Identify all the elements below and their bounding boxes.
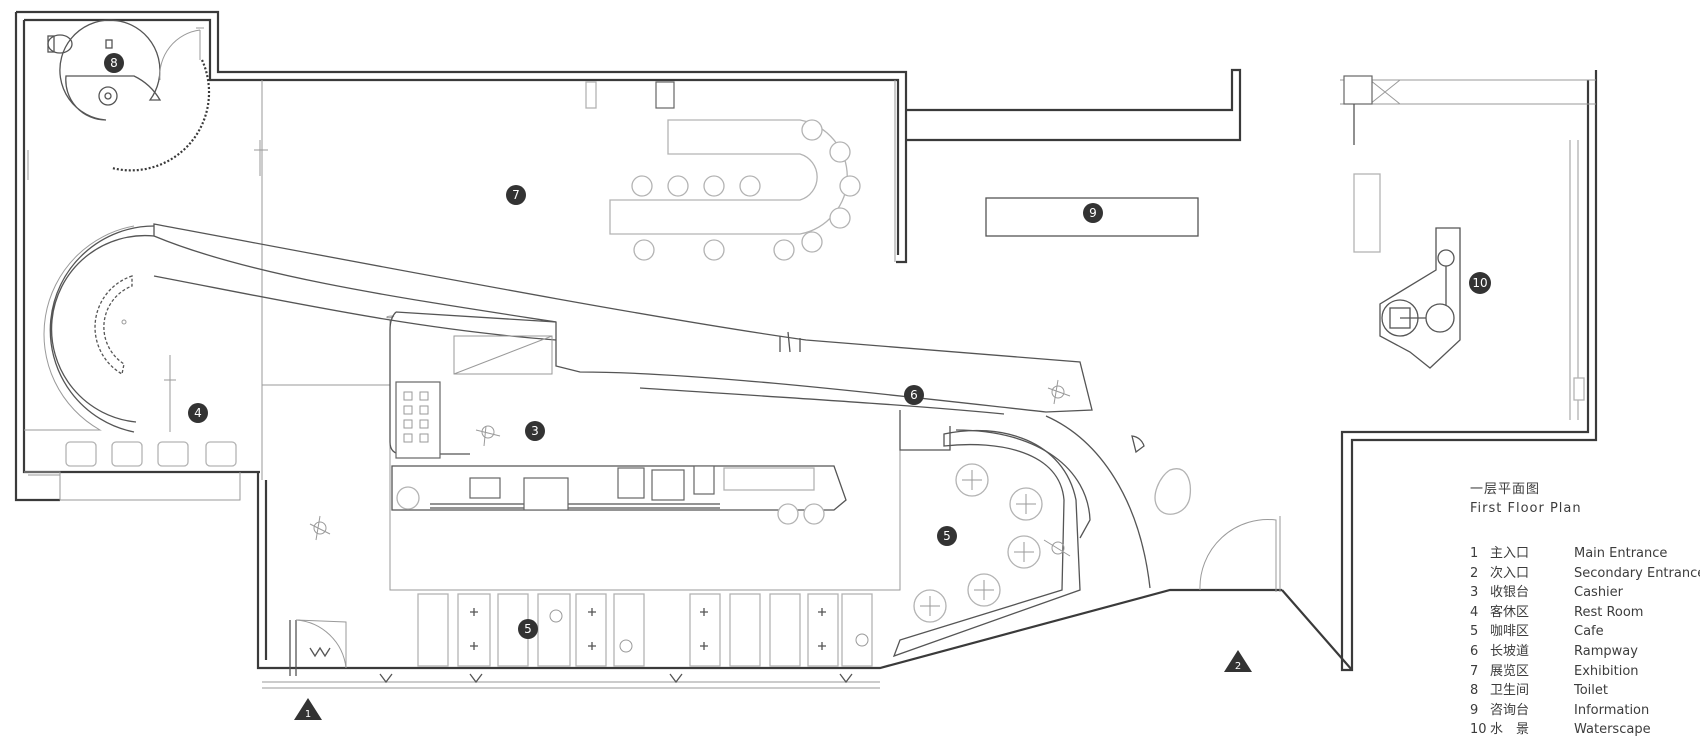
legend-en: Rampway bbox=[1574, 643, 1638, 659]
legend-item: 4 客休区 Rest Room bbox=[1470, 603, 1700, 623]
zone-marker-9: 9 bbox=[1083, 203, 1103, 223]
legend-en: Cashier bbox=[1574, 585, 1624, 601]
zone-marker-10: 10 bbox=[1469, 272, 1491, 294]
rest-room-area bbox=[24, 225, 237, 476]
plan-legend: 一层平面图 First Floor Plan 1 主入口 Main Entrance… bbox=[1470, 478, 1700, 740]
legend-item: 2 次入口 Secondary Entrance bbox=[1470, 564, 1700, 584]
legend-en: Rest Room bbox=[1574, 604, 1644, 620]
legend-item: 6 长坡道 Rampway bbox=[1470, 642, 1700, 662]
outer-walls bbox=[14, 10, 1598, 689]
entrance-marker-1: 1 bbox=[294, 698, 322, 720]
legend-item: 1 主入口 Main Entrance bbox=[1470, 544, 1700, 564]
legend-item: 3 收银台 Cashier bbox=[1470, 583, 1700, 603]
legend-en: Main Entrance bbox=[1574, 546, 1668, 561]
zone-marker-5-cafe-label: 5 bbox=[943, 529, 951, 543]
entrance-marker-2: 2 bbox=[1224, 650, 1252, 672]
zone-marker-5-booths-label: 5 bbox=[524, 622, 532, 636]
legend-item: 9 咨询台 Information bbox=[1470, 701, 1700, 721]
legend-en: Toilet bbox=[1574, 683, 1609, 699]
cafe-area bbox=[417, 415, 1281, 667]
legend-zh: 收银台 bbox=[1490, 585, 1530, 601]
interior-lines bbox=[24, 80, 901, 591]
plan-title-zh: 一层平面图 bbox=[1470, 482, 1541, 497]
legend-zh: 咨询台 bbox=[1490, 702, 1530, 718]
zone-marker-6-label: 6 bbox=[910, 388, 918, 402]
legend-en: Waterscape bbox=[1574, 722, 1651, 738]
main-entrance-door bbox=[289, 619, 347, 676]
legend-num: 9 bbox=[1470, 702, 1479, 718]
legend-zh: 咖啡区 bbox=[1490, 624, 1530, 640]
exhibition-table bbox=[609, 119, 861, 261]
legend-zh: 卫生间 bbox=[1490, 683, 1530, 699]
zone-marker-3: 3 bbox=[525, 421, 545, 441]
zone-marker-5-cafe: 5 bbox=[937, 526, 957, 546]
zone-marker-4-label: 4 bbox=[194, 406, 202, 420]
legend-num: 7 bbox=[1470, 663, 1479, 679]
legend-zh: 客休区 bbox=[1490, 604, 1530, 620]
zone-marker-7-label: 7 bbox=[512, 188, 520, 202]
legend-num: 8 bbox=[1470, 683, 1479, 699]
zone-marker-4: 4 bbox=[188, 403, 208, 423]
legend-en: Exhibition bbox=[1574, 663, 1639, 679]
legend-zh: 水 景 bbox=[1490, 722, 1530, 738]
zone-marker-3-label: 3 bbox=[531, 424, 539, 438]
plan-title-en: First Floor Plan bbox=[1470, 501, 1582, 516]
legend-num: 2 bbox=[1470, 565, 1479, 581]
information-desk bbox=[985, 197, 1199, 237]
legend-zh: 次入口 bbox=[1490, 565, 1530, 581]
legend-zh: 展览区 bbox=[1490, 663, 1530, 679]
legend-list: 1 主入口 Main Entrance 2 次入口 Secondary Entrance… bbox=[1470, 544, 1700, 740]
legend-en: Cafe bbox=[1574, 624, 1604, 640]
people-figures bbox=[309, 379, 1071, 653]
toilet-room bbox=[47, 19, 211, 172]
legend-en: Secondary Entrance bbox=[1574, 565, 1700, 581]
legend-num: 6 bbox=[1470, 643, 1479, 659]
zone-marker-6: 6 bbox=[904, 385, 924, 405]
legend-zh: 长坡道 bbox=[1490, 643, 1530, 659]
entrance-marker-1-label: 1 bbox=[305, 709, 311, 720]
legend-item: 7 展览区 Exhibition bbox=[1470, 662, 1700, 682]
zone-marker-8-label: 8 bbox=[110, 56, 118, 70]
zone-marker-10-label: 10 bbox=[1472, 276, 1487, 290]
legend-num: 10 bbox=[1470, 722, 1487, 738]
legend-num: 1 bbox=[1470, 546, 1479, 561]
legend-num: 3 bbox=[1470, 585, 1479, 601]
legend-item: 5 咖啡区 Cafe bbox=[1470, 622, 1700, 642]
zone-marker-9-label: 9 bbox=[1089, 206, 1097, 220]
waterscape bbox=[1353, 173, 1461, 369]
legend-num: 5 bbox=[1470, 624, 1479, 640]
zone-marker-8: 8 bbox=[104, 53, 124, 73]
zone-marker-5-booths: 5 bbox=[518, 619, 538, 639]
legend-num: 4 bbox=[1470, 604, 1479, 620]
rampway bbox=[153, 223, 1093, 455]
legend-item: 8 卫生间 Toilet bbox=[1470, 681, 1700, 701]
cashier-counter bbox=[391, 381, 847, 525]
legend-zh: 主入口 bbox=[1490, 546, 1530, 561]
zone-marker-7: 7 bbox=[506, 185, 526, 205]
legend-en: Information bbox=[1574, 702, 1650, 718]
entrance-marker-2-label: 2 bbox=[1235, 661, 1241, 672]
